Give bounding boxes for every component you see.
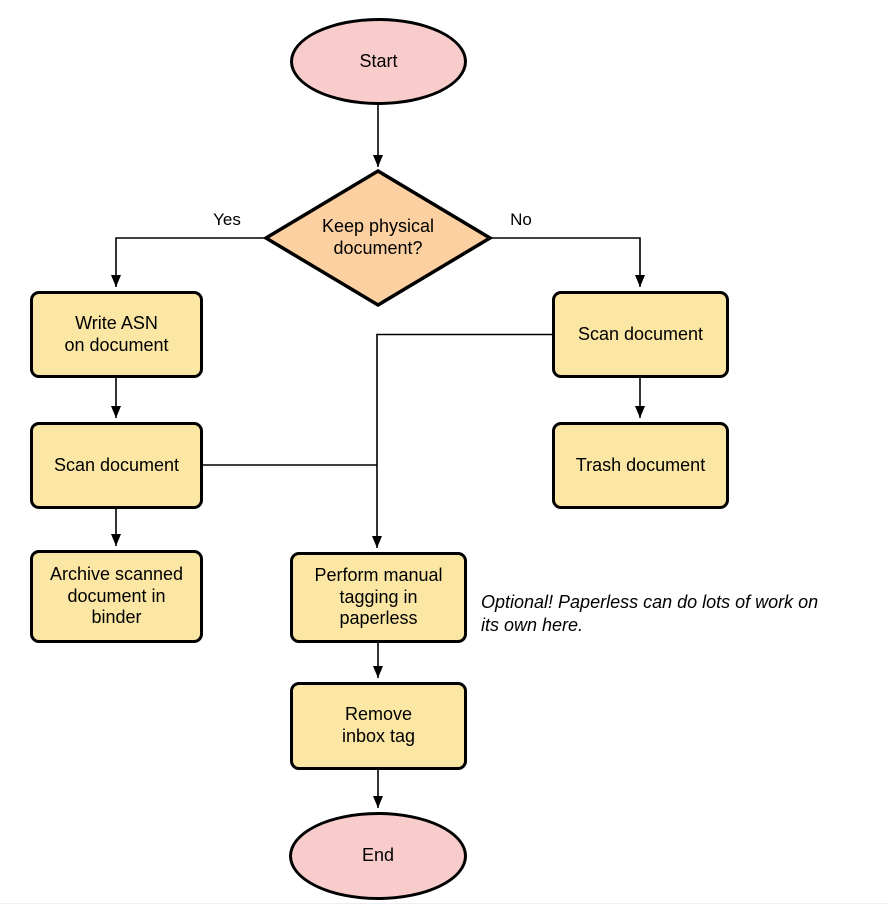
node-label-line: paperless (339, 608, 418, 629)
bottom-divider (0, 903, 888, 904)
node-label-line: inbox tag (341, 726, 416, 746)
node-label-line: Scan document (53, 454, 180, 475)
edge-label-no: No (510, 210, 532, 229)
edge-decision-yes-to-write-asn (111, 237, 266, 287)
node-label-line: tagging in (339, 586, 418, 607)
node-start: Start (290, 18, 467, 105)
node-label-line: document in (67, 585, 166, 606)
node-label-line: on document (64, 334, 169, 355)
node-label-line: binder (91, 607, 142, 628)
node-label-line: Remove (344, 704, 413, 725)
node-label-line: Archive scanned (49, 564, 184, 585)
node-label-line: Perform manual (314, 565, 443, 586)
node-end: End (289, 812, 467, 900)
node-write-asn-on-document: Write ASN on document (30, 291, 203, 378)
node-label-line: Write ASN (75, 312, 158, 333)
node-start-label: Start (359, 50, 398, 71)
node-decision-label-line: Keep physical (321, 216, 435, 237)
node-decision-keep-physical-document: Keep physical document? (266, 171, 490, 305)
node-label-line: Trash document (575, 454, 706, 475)
node-scan-document-left: Scan document (30, 422, 203, 509)
edge-label-yes: Yes (213, 210, 241, 229)
edge-scan-right-to-tagging (372, 333, 552, 548)
note-line: its own here. (481, 615, 584, 636)
decision-diamond-shape (262, 168, 494, 308)
edge-decision-no-to-scan-right (490, 237, 645, 287)
node-trash-document: Trash document (552, 422, 729, 509)
node-perform-manual-tagging: Perform manual tagging in paperless (290, 552, 467, 643)
node-archive-scanned-document: Archive scanned document in binder (30, 550, 203, 643)
note-line: Optional! Paperless can do lots of work … (481, 592, 819, 612)
node-scan-document-right: Scan document (552, 291, 729, 378)
node-end-label: End (361, 845, 395, 866)
node-label-line: Scan document (577, 323, 704, 344)
note-optional-paperless: Optional! Paperless can do lots of work … (481, 591, 885, 637)
node-remove-inbox-tag: Remove inbox tag (290, 682, 467, 770)
node-decision-label-line: document? (333, 238, 423, 258)
